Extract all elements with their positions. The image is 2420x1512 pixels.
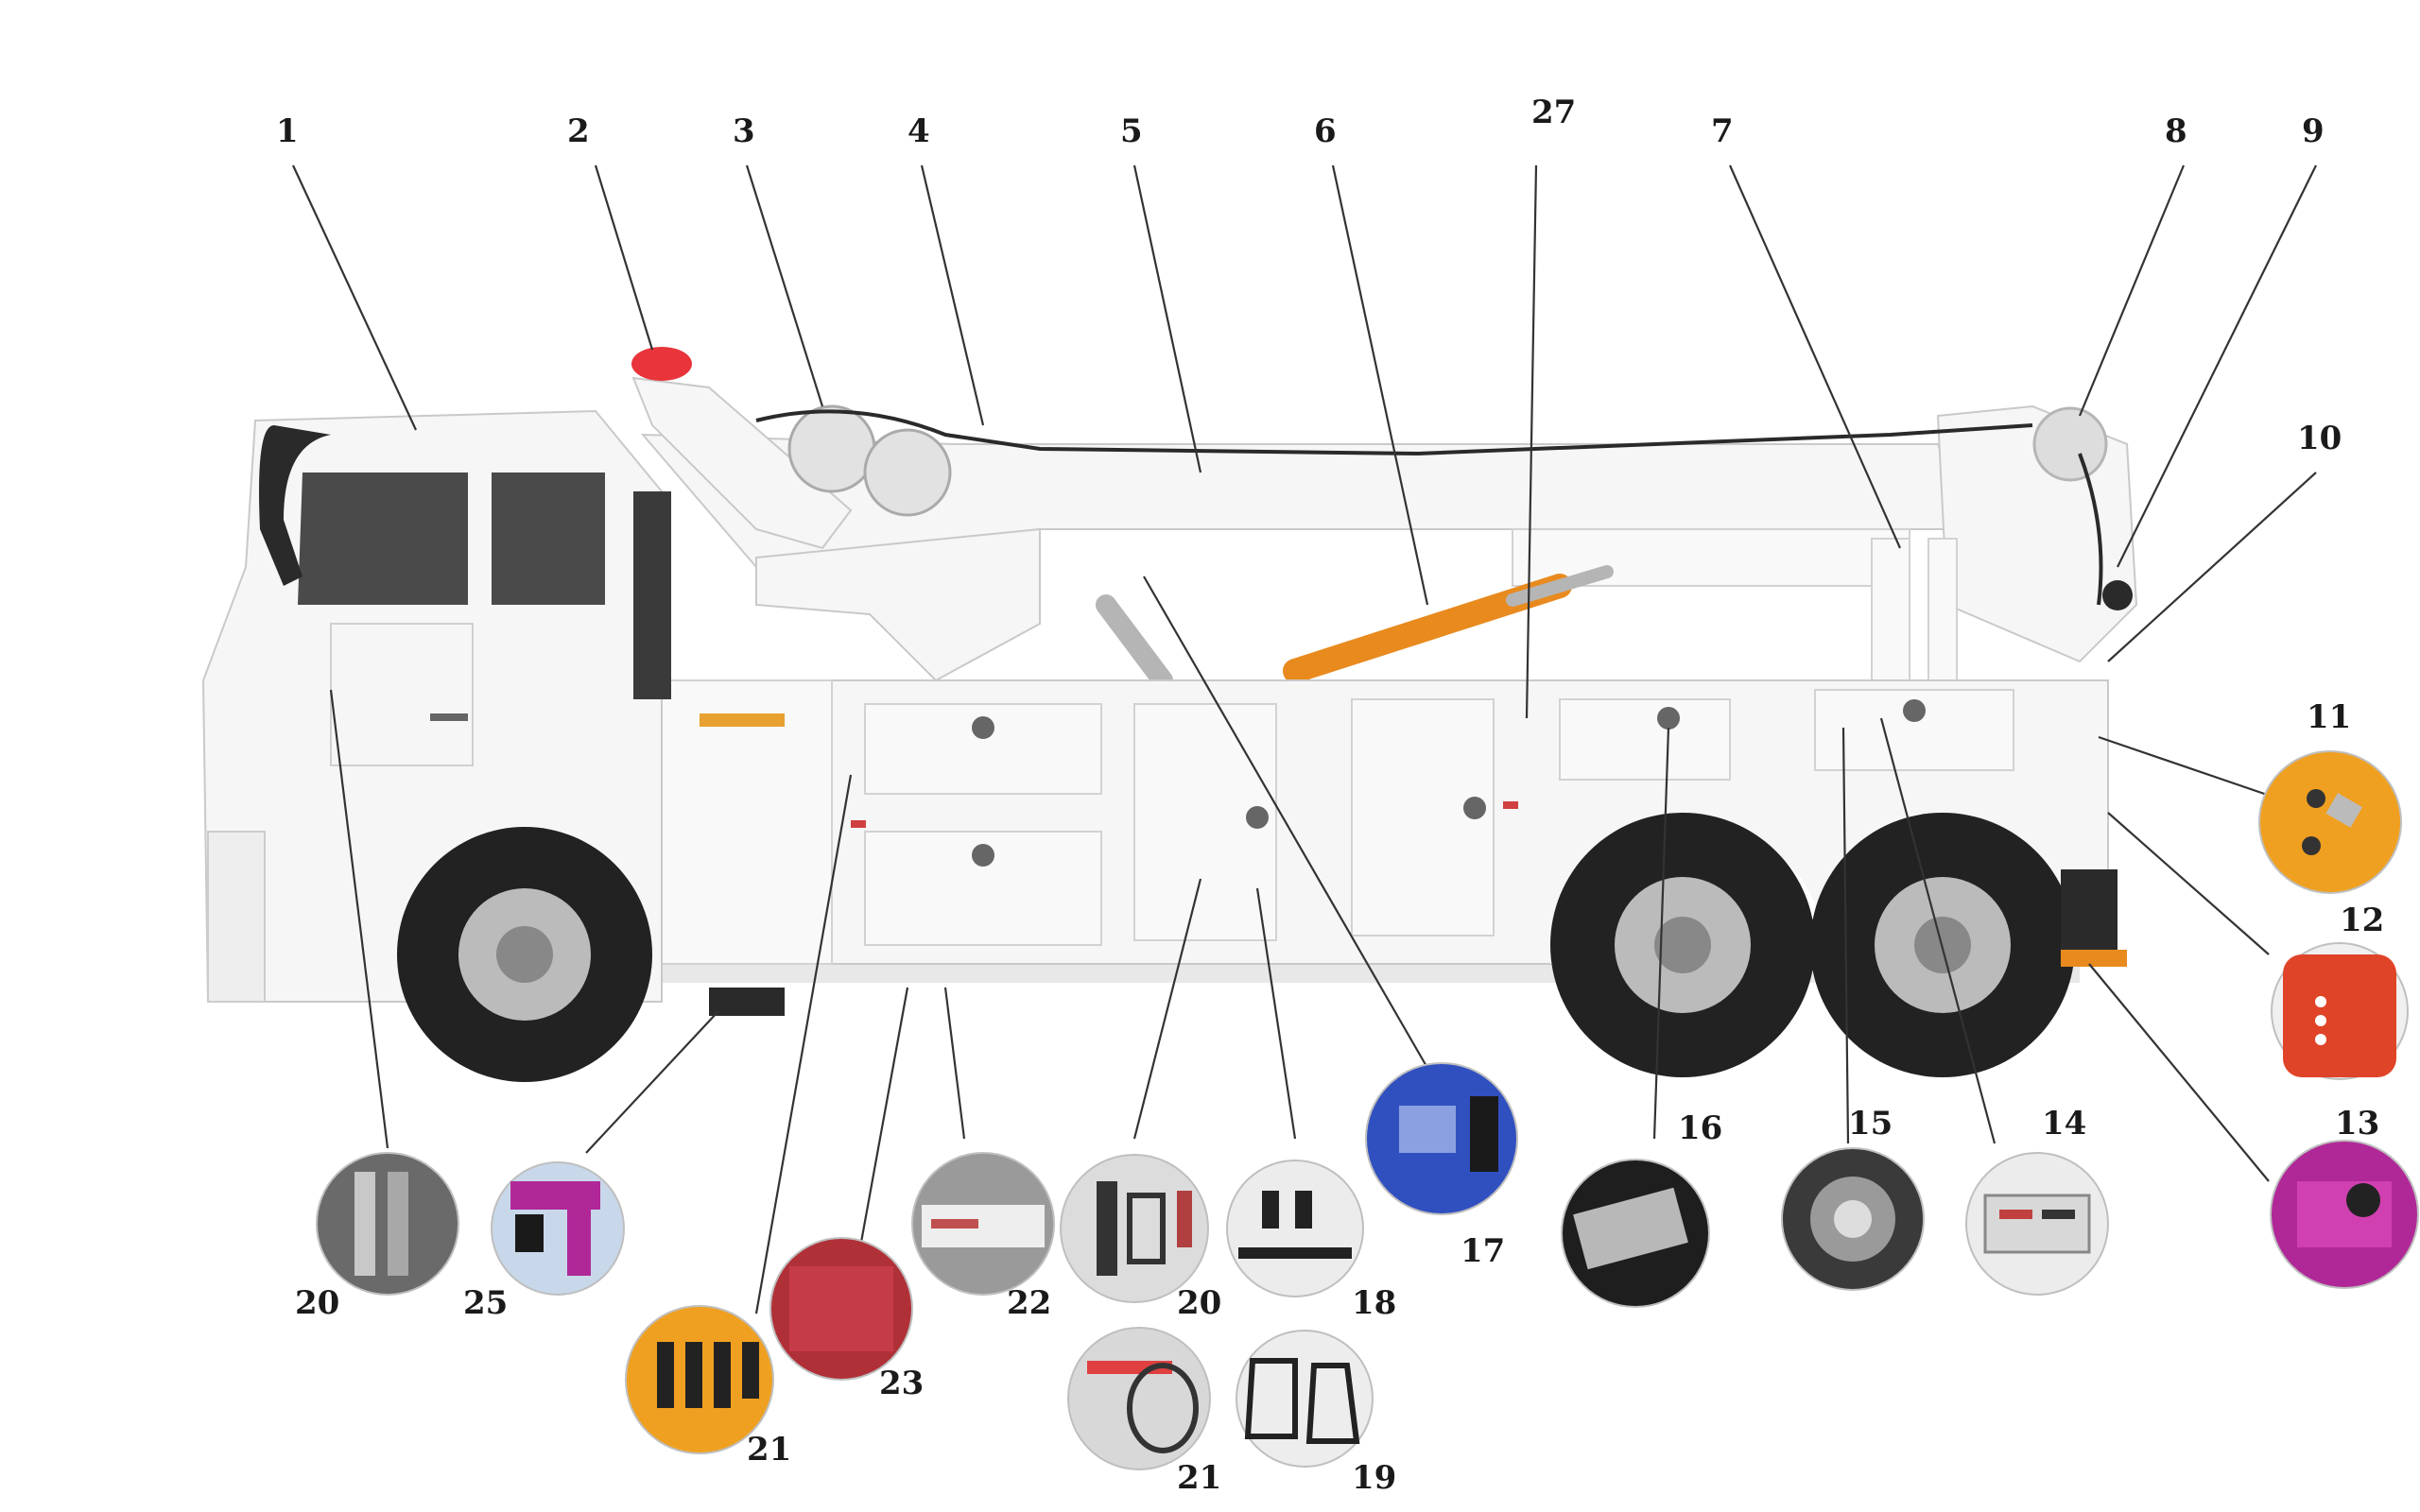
label-21-left: 21 — [747, 1431, 791, 1469]
cab-windshield — [298, 472, 468, 605]
label-14: 14 — [2042, 1105, 2086, 1143]
side-reflector — [1503, 801, 1518, 809]
wire-rope — [755, 409, 2033, 456]
label-12: 12 — [2340, 902, 2384, 939]
thumbnail-14 — [1965, 1152, 2109, 1296]
cab-side-window — [492, 472, 605, 605]
label-23: 23 — [879, 1365, 924, 1402]
label-7: 7 — [1711, 112, 1734, 150]
underlift-bar — [2061, 950, 2127, 967]
thumbnail-22 — [911, 1152, 1055, 1296]
thumbnail-25 — [491, 1161, 625, 1296]
door-handle-icon — [972, 716, 994, 739]
rear-wheel-1 — [1550, 813, 1815, 1077]
thumbnail-21-left — [625, 1305, 774, 1454]
thumbnail-12 — [2271, 942, 2409, 1080]
thumbnail-18 — [1226, 1160, 1364, 1297]
winch-drum-icon — [787, 404, 876, 493]
label-18: 18 — [1352, 1284, 1396, 1322]
thumbnail-21-mid — [1067, 1327, 1211, 1470]
compartment-door-5 — [1559, 698, 1731, 781]
support-arm — [1096, 594, 1173, 691]
thumbnail-15 — [1781, 1147, 1925, 1291]
door-handle-icon — [972, 844, 994, 867]
boom-pulley-icon — [2032, 406, 2108, 482]
label-20-mid: 20 — [1177, 1284, 1221, 1322]
label-4: 4 — [908, 112, 930, 150]
label-15: 15 — [1848, 1105, 1893, 1143]
tow-truck — [201, 347, 2138, 1082]
label-21-mid: 21 — [1177, 1459, 1221, 1497]
outrigger-pad — [709, 988, 785, 1016]
thumbnail-13 — [2270, 1140, 2419, 1289]
door-handle-icon — [1903, 699, 1926, 722]
front-wheel — [397, 827, 652, 1082]
number-labels: 1 2 3 4 5 6 27 7 8 9 10 11 12 13 14 15 1… — [276, 94, 2384, 1497]
label-6: 6 — [1314, 112, 1337, 150]
door-handle-icon — [430, 713, 468, 721]
thumbnail-19 — [1236, 1330, 1374, 1468]
label-22: 22 — [1007, 1284, 1051, 1322]
thumbnail-16 — [1561, 1159, 1710, 1308]
marker-light — [700, 713, 785, 727]
cab-back-panel — [633, 491, 671, 699]
leader-lines — [292, 164, 2317, 1314]
part-thumbnails — [316, 750, 2419, 1470]
boom-mast-2 — [1927, 538, 1958, 681]
thumbnail-20-mid — [1060, 1154, 1209, 1303]
label-1: 1 — [276, 112, 299, 150]
label-16: 16 — [1678, 1109, 1722, 1147]
front-boom-arm — [631, 376, 853, 550]
thumbnail-17 — [1365, 1062, 1518, 1215]
label-3: 3 — [733, 112, 755, 150]
door-handle-icon — [1657, 707, 1680, 730]
side-mirror-icon — [259, 425, 331, 586]
thumbnail-11 — [2258, 750, 2402, 894]
label-27: 27 — [1531, 94, 1576, 131]
label-9: 9 — [2302, 112, 2325, 150]
label-25: 25 — [463, 1284, 508, 1322]
boom-mast — [1871, 538, 1910, 681]
thumbnail-23 — [769, 1237, 913, 1381]
label-8: 8 — [2165, 112, 2187, 150]
label-20-left: 20 — [295, 1284, 339, 1322]
label-10: 10 — [2297, 420, 2342, 457]
beacon-light-icon — [631, 347, 692, 381]
label-17: 17 — [1461, 1232, 1505, 1270]
label-2: 2 — [567, 112, 590, 150]
thumbnail-20-left — [316, 1152, 459, 1296]
door-handle-icon — [1246, 806, 1269, 829]
label-13: 13 — [2335, 1105, 2379, 1143]
hook-cable — [2078, 453, 2103, 606]
label-11: 11 — [2307, 698, 2351, 736]
front-bay — [661, 679, 833, 965]
winch-drum-2-icon — [863, 428, 952, 517]
front-bumper — [207, 831, 266, 1003]
side-reflector — [851, 820, 866, 828]
label-19: 19 — [1352, 1459, 1396, 1497]
label-5: 5 — [1120, 112, 1143, 150]
underlift — [2061, 869, 2118, 954]
hook-icon — [2102, 580, 2133, 610]
door-handle-icon — [1463, 797, 1486, 819]
